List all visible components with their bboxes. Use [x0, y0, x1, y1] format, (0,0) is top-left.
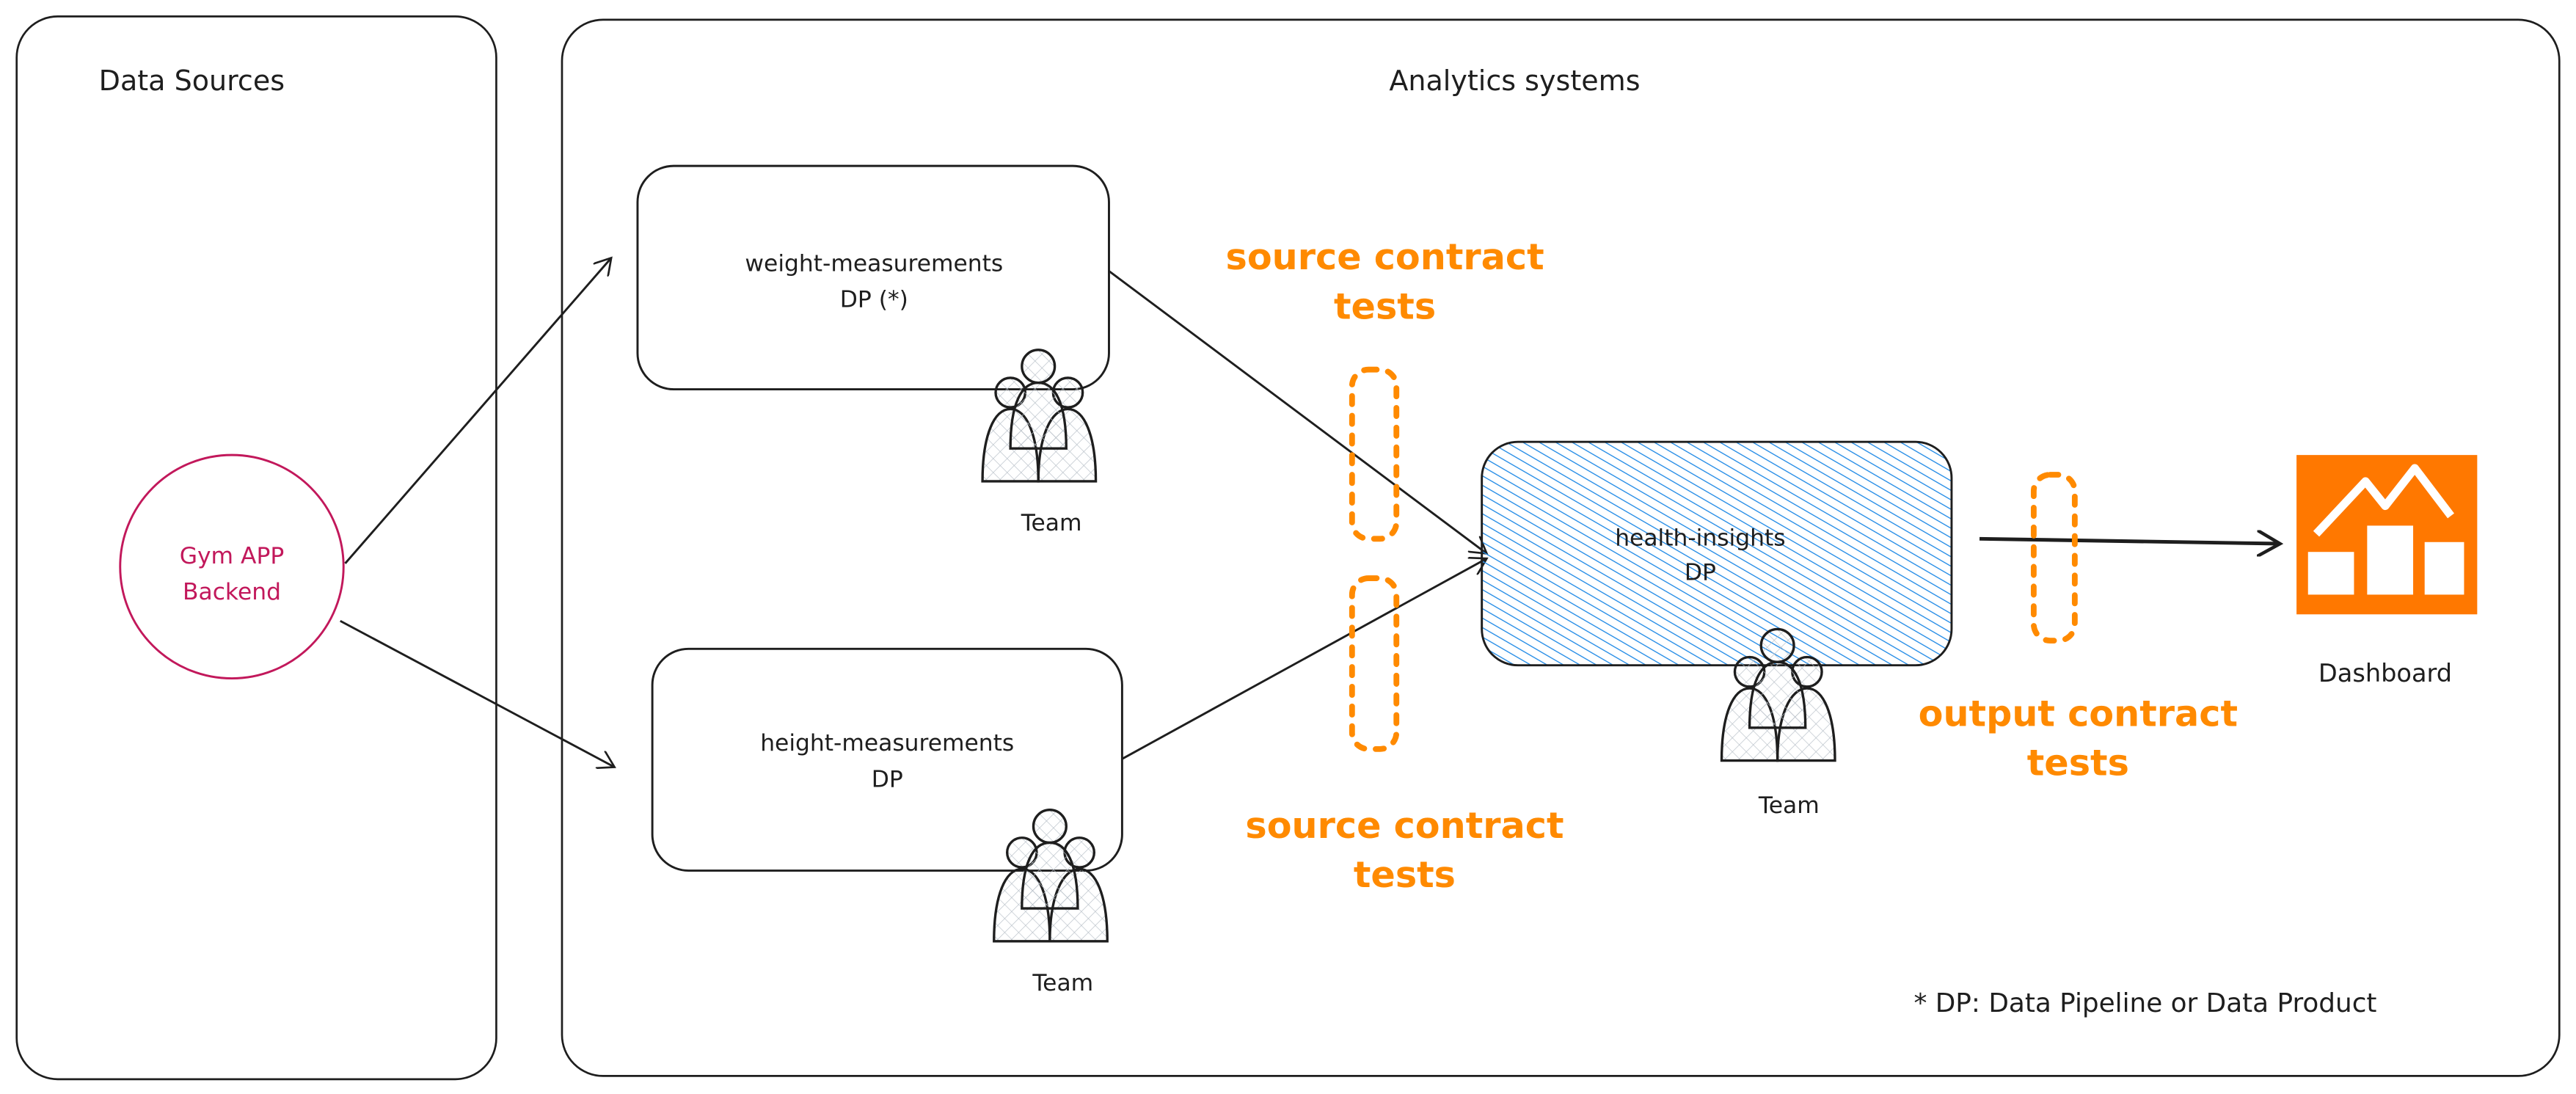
arrow-weight-to-health — [1108, 270, 1486, 553]
dashboard-label: Dashboard — [2318, 659, 2452, 688]
source-contract-bottom-line2: tests — [1354, 853, 1456, 896]
health-node-subtitle: DP — [1685, 559, 1716, 586]
analytics-title: Analytics systems — [1389, 65, 1640, 97]
footnote: * DP: Data Pipeline or Data Product — [1913, 988, 2376, 1018]
arrow-to-weight — [344, 258, 611, 564]
output-contract-line2: tests — [2027, 742, 2129, 784]
gym-app-label: Gym APP — [180, 543, 285, 569]
health-team-label: Team — [1758, 792, 1820, 819]
height-team-label: Team — [1032, 970, 1093, 996]
health-node-title: health-insights — [1615, 525, 1785, 551]
health-insights-node — [1481, 440, 1953, 667]
source-contract-top-line2: tests — [1334, 285, 1436, 327]
source-contract-marker-bottom — [1349, 575, 1400, 752]
output-contract-line1: output contract — [1919, 693, 2238, 735]
data-sources-panel — [15, 15, 497, 1081]
arrow-to-height — [340, 619, 615, 767]
backend-label: Backend — [183, 579, 281, 605]
height-node-subtitle: DP — [872, 766, 903, 792]
arrow-health-to-dashboard — [1979, 539, 2280, 544]
weight-measurements-node — [636, 164, 1110, 391]
arrow-height-to-health — [1121, 558, 1486, 760]
height-measurements-node — [651, 647, 1123, 872]
output-contract-marker — [2030, 472, 2078, 644]
gym-app-backend-node — [119, 453, 345, 680]
weight-team-label: Team — [1021, 510, 1082, 536]
source-contract-bottom-line1: source contract — [1245, 804, 1564, 847]
height-node-title: height-measurements — [760, 730, 1014, 756]
analytics-panel — [561, 18, 2561, 1077]
source-contract-top-line1: source contract — [1226, 236, 1544, 278]
weight-node-title: weight-measurements — [745, 250, 1003, 277]
source-contract-marker-top — [1349, 366, 1400, 542]
weight-node-subtitle: DP (*) — [840, 287, 908, 313]
dashboard-chart-icon — [2296, 455, 2478, 615]
data-sources-title: Data Sources — [99, 65, 285, 97]
